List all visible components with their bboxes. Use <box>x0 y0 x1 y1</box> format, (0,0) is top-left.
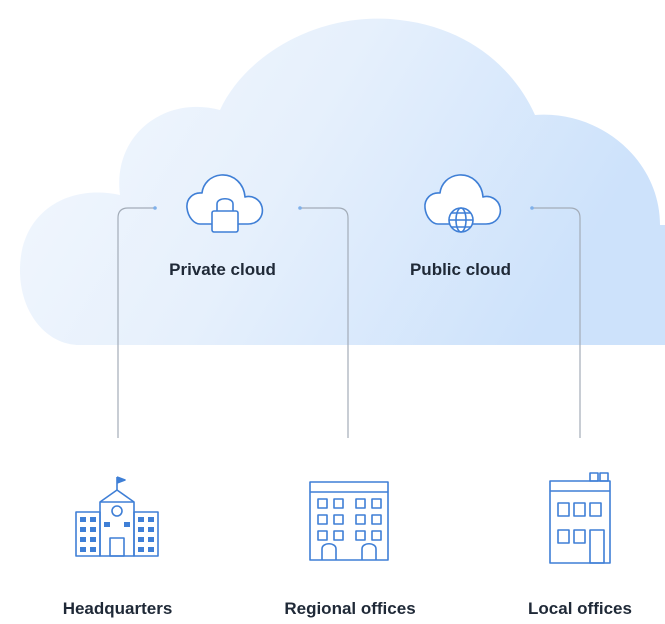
connector-local-offices <box>532 207 581 438</box>
local-office-building-icon <box>549 472 611 564</box>
connector-headquarters <box>117 207 155 438</box>
connector-end-dot <box>298 206 302 210</box>
connector-regional-offices <box>300 207 349 438</box>
public-cloud-label: Public cloud <box>409 260 512 279</box>
background-cloud <box>19 18 665 345</box>
private-cloud-label: Private cloud <box>169 260 276 279</box>
regional-office-building-icon <box>309 481 389 561</box>
connector-lines <box>117 207 581 438</box>
local-offices-label: Local offices <box>528 599 632 618</box>
headquarters-building-icon <box>75 476 159 557</box>
regional-offices-label: Regional offices <box>284 599 416 618</box>
connector-end-dot <box>153 206 157 210</box>
cloud-globe-icon <box>424 174 502 233</box>
connector-end-dot <box>530 206 534 210</box>
headquarters-label: Headquarters <box>62 599 173 618</box>
cloud-lock-icon <box>186 174 264 233</box>
